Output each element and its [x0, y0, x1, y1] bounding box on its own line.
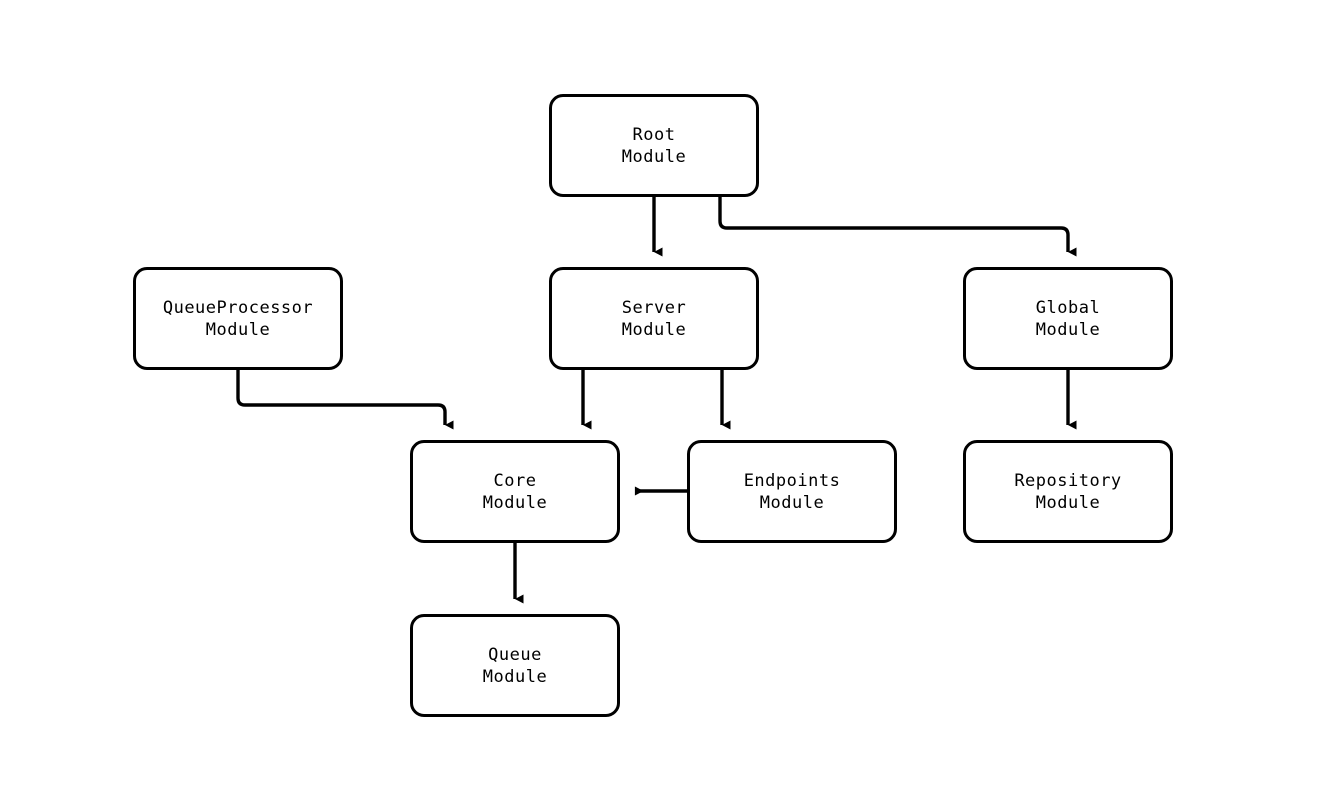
node-queueprocessor-module-label-line1: QueueProcessor — [162, 297, 314, 318]
node-queue-module-label-line1: Queue — [488, 644, 542, 665]
node-server-module[interactable]: Server Module — [549, 267, 759, 370]
node-endpoints-module-label-line2: Module — [759, 492, 825, 513]
node-endpoints-module[interactable]: Endpoints Module — [687, 440, 897, 543]
node-server-module-label-line1: Server — [621, 297, 687, 318]
node-queueprocessor-module[interactable]: QueueProcessor Module — [133, 267, 343, 370]
node-repository-module-label-line1: Repository — [1014, 470, 1122, 491]
node-global-module-label-line2: Module — [1035, 319, 1101, 340]
node-root-module-label-line2: Module — [621, 146, 687, 167]
node-global-module[interactable]: Global Module — [963, 267, 1173, 370]
node-global-module-label-line1: Global — [1035, 297, 1101, 318]
node-endpoints-module-label-line1: Endpoints — [743, 470, 841, 491]
node-queueprocessor-module-label-line2: Module — [205, 319, 271, 340]
node-core-module-label-line1: Core — [493, 470, 537, 491]
node-root-module[interactable]: Root Module — [549, 94, 759, 197]
node-queue-module-label-line2: Module — [482, 666, 548, 687]
node-queue-module[interactable]: Queue Module — [410, 614, 620, 717]
node-core-module[interactable]: Core Module — [410, 440, 620, 543]
node-repository-module[interactable]: Repository Module — [963, 440, 1173, 543]
node-core-module-label-line2: Module — [482, 492, 548, 513]
edge-root-global — [718, 197, 1077, 257]
node-server-module-label-line2: Module — [621, 319, 687, 340]
edge-queueprocessor-core — [236, 370, 454, 430]
node-repository-module-label-line2: Module — [1035, 492, 1101, 513]
node-root-module-label-line1: Root — [632, 124, 676, 145]
